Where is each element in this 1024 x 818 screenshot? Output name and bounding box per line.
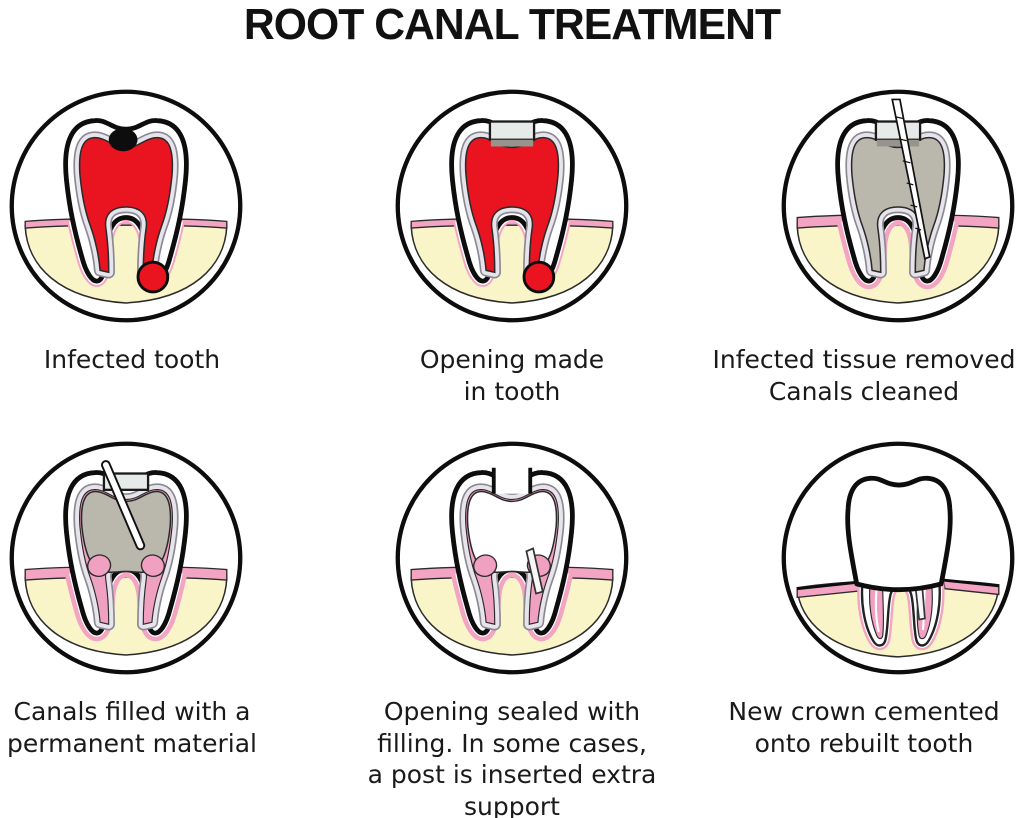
canal-entrance-right: [140, 554, 165, 578]
step-card-new-crown: New crown cemented onto rebuilt tooth: [682, 438, 1018, 818]
steps-row-top: Infected tooth: [0, 86, 1024, 407]
step-circle: [392, 438, 632, 678]
sealed-opening-gap: [494, 465, 530, 494]
step-circle: [778, 86, 1018, 326]
opening-shadow: [490, 139, 534, 147]
step-card-canals-filled: Canals filled with a permanent material: [6, 438, 342, 818]
opening-sealed-illustration: [392, 438, 632, 678]
step-circle: [6, 438, 246, 678]
canal-entrance-left: [473, 554, 498, 578]
step-caption: Opening sealed with filling. In some cas…: [367, 697, 657, 818]
opening-made-illustration: [392, 86, 632, 326]
new-crown-cap: [848, 478, 951, 589]
plugger-instrument: [101, 460, 146, 551]
canals-filled-illustration: [6, 438, 246, 678]
step-caption: Infected tooth: [43, 345, 221, 374]
step-card-infected-tooth: Infected tooth: [6, 86, 342, 407]
tissue-removed-illustration: [778, 86, 1018, 326]
cavity-spot: [108, 128, 138, 152]
step-caption: Canals filled with a permanent material: [7, 697, 257, 758]
step-caption: Opening made in tooth: [419, 345, 605, 406]
opening-shadow: [876, 139, 920, 147]
new-crown-illustration: [778, 438, 1018, 678]
canal-entrance-left: [87, 554, 112, 578]
infected-tooth-illustration: [6, 86, 246, 326]
abscess-ball: [136, 260, 170, 294]
steps-row-bottom: Canals filled with a permanent material: [0, 438, 1024, 818]
step-circle: [6, 86, 246, 326]
access-opening: [488, 120, 536, 141]
step-card-opening-sealed: Opening sealed with filling. In some cas…: [342, 438, 682, 818]
step-circle: [392, 86, 632, 326]
page-title: ROOT CANAL TREATMENT: [243, 0, 781, 49]
step-card-tissue-removed: Infected tissue removed Canals cleaned: [682, 86, 1018, 407]
endodontic-file: [891, 98, 931, 260]
support-post: [525, 547, 544, 595]
step-caption: New crown cemented onto rebuilt tooth: [728, 697, 1000, 758]
step-circle: [778, 438, 1018, 678]
abscess-ball: [522, 260, 556, 294]
step-caption: Infected tissue removed Canals cleaned: [712, 345, 1016, 406]
step-card-opening-made: Opening made in tooth: [342, 86, 682, 407]
